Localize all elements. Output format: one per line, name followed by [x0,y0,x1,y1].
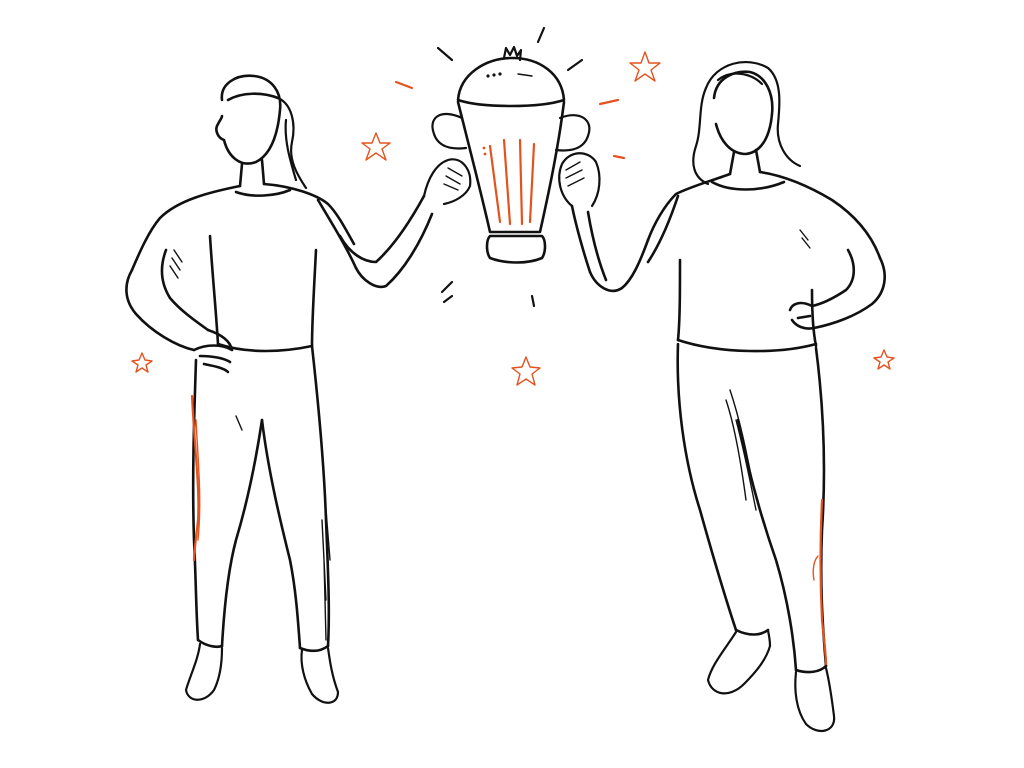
star-icon [361,132,391,161]
star-icon [629,51,661,82]
woman-left-icon [125,74,472,704]
sparkle-lines-accent [394,80,626,160]
sparkle-lines [436,26,584,308]
star-icon [511,356,541,386]
star-icon [131,352,153,373]
trophy-icon [431,45,591,264]
woman-right-icon [558,61,886,733]
woman-right-accent [812,498,828,666]
woman-left-accent [190,394,201,562]
star-icon [873,349,895,370]
woman-left-shading [169,249,331,641]
woman-right-shading [725,229,811,511]
